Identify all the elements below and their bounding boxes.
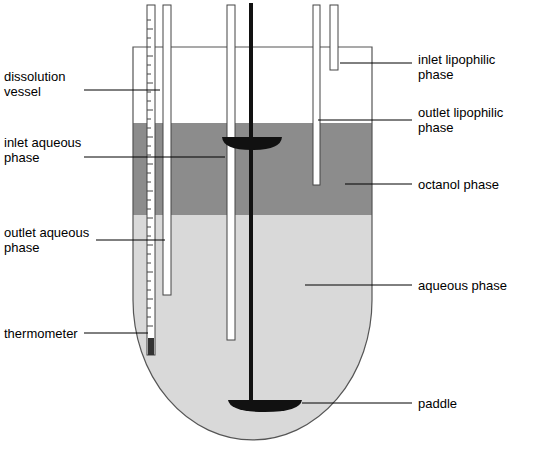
scale-tick	[147, 218, 153, 219]
scale-tick	[147, 137, 153, 138]
scale-tick	[147, 290, 151, 291]
scale-tick	[147, 20, 151, 21]
leader-lines	[84, 63, 412, 403]
scale-tick	[147, 56, 153, 57]
upper-paddle	[222, 137, 282, 150]
scale-tick	[147, 38, 151, 39]
scale-tick	[147, 47, 151, 48]
scale-tick	[147, 191, 153, 192]
scale-tick	[147, 272, 153, 273]
scale-tick	[147, 326, 153, 327]
scale-tick	[147, 74, 151, 75]
scale-tick	[147, 236, 151, 237]
scale-tick	[147, 308, 151, 309]
outlet-lipophilic-tube	[313, 5, 320, 185]
scale-tick	[147, 227, 151, 228]
inlet-aqueous-tube	[227, 5, 235, 340]
scale-tick	[147, 146, 151, 147]
scale-tick	[147, 209, 151, 210]
scale-tick	[147, 263, 151, 264]
scale-tick	[147, 128, 151, 129]
outlet-aqueous-tube	[163, 5, 171, 295]
scale-tick	[147, 281, 151, 282]
part-label: inlet lipophilic phase	[418, 52, 528, 82]
scale-tick	[147, 119, 151, 120]
scale-tick	[147, 245, 153, 246]
scale-tick	[147, 110, 153, 111]
scale-tick	[147, 101, 151, 102]
scale-tick	[147, 92, 151, 93]
scale-tick	[147, 164, 153, 165]
stirrer-shaft	[249, 3, 253, 403]
inlet-lipophilic-tube	[330, 5, 338, 70]
part-label: aqueous phase	[418, 278, 548, 293]
part-label: paddle	[418, 396, 548, 411]
scale-tick	[147, 65, 151, 66]
scale-tick	[147, 317, 151, 318]
part-label: octanol phase	[418, 177, 548, 192]
paddle-blade	[228, 400, 302, 412]
scale-tick	[147, 200, 151, 201]
scale-tick	[147, 299, 153, 300]
thermometer-scale	[147, 20, 153, 326]
scale-tick	[147, 173, 151, 174]
thermometer-bulb	[148, 338, 154, 355]
thermometer-tube	[147, 5, 155, 355]
scale-tick	[147, 83, 153, 84]
part-label: inlet aqueous phase	[4, 135, 82, 165]
scale-tick	[147, 155, 151, 156]
scale-tick	[147, 29, 153, 30]
part-label: outlet lipophilic phase	[418, 105, 528, 135]
part-label: dissolution vessel	[4, 69, 82, 99]
scale-tick	[147, 182, 151, 183]
part-label: thermometer	[4, 326, 94, 341]
scale-tick	[147, 254, 151, 255]
part-label: outlet aqueous phase	[4, 225, 96, 255]
